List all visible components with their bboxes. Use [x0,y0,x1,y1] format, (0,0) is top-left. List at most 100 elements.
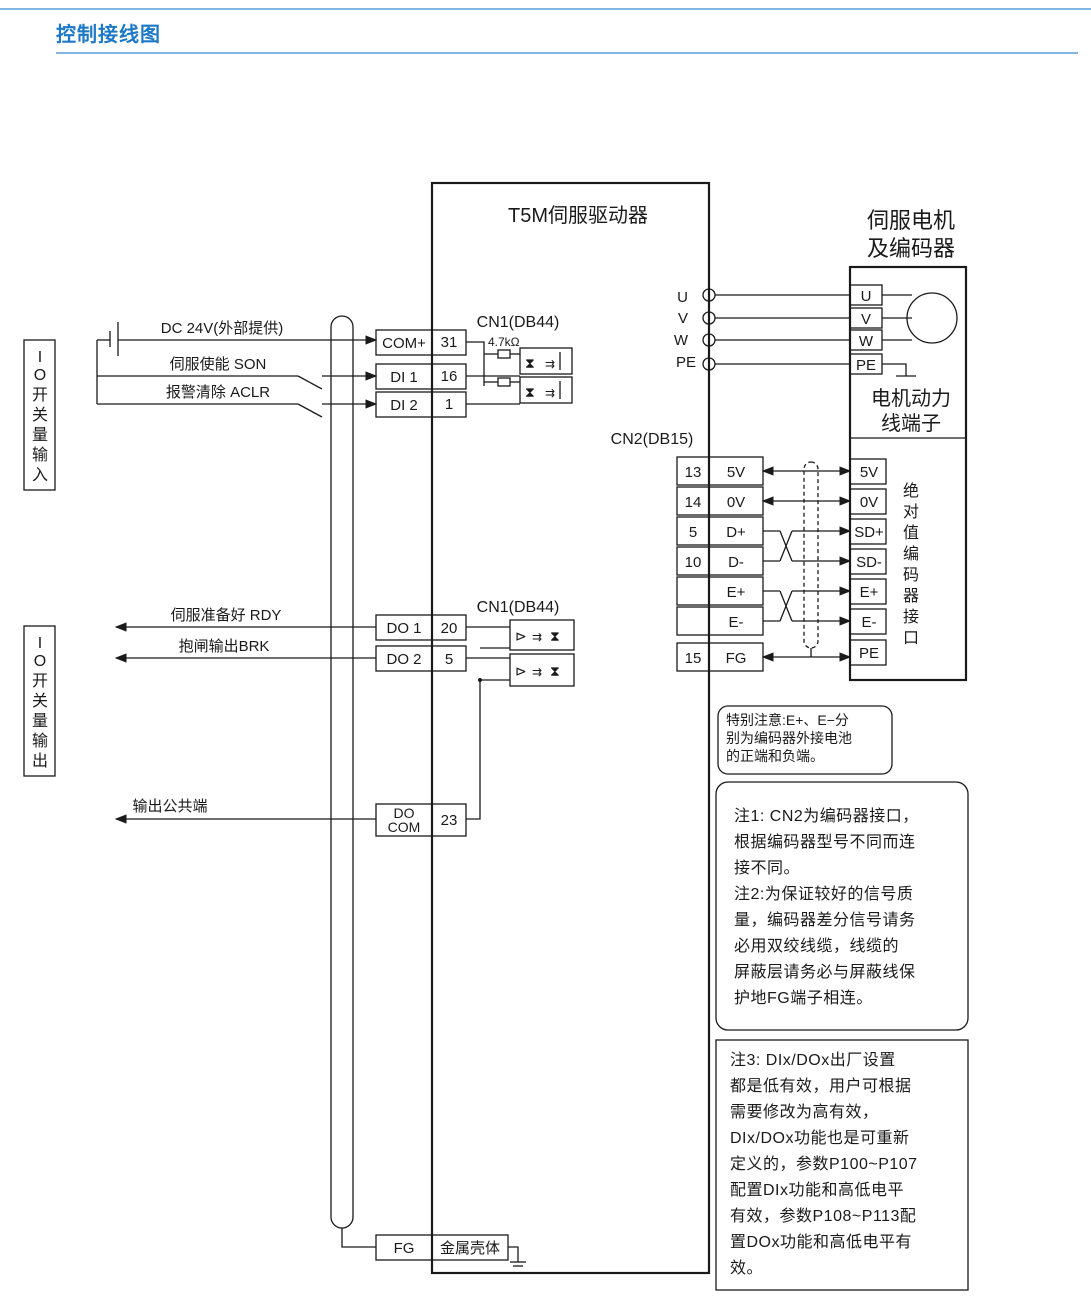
cn1-input-label: CN1(DB44) [477,314,560,331]
svg-text:PE: PE [859,645,879,662]
input-signal-aclr: 报警清除 ACLR [166,384,270,401]
svg-text:14: 14 [685,494,702,511]
svg-text:W: W [859,333,874,350]
svg-text:FG: FG [726,650,747,667]
svg-text:E+: E+ [727,584,746,601]
svg-text:⇉: ⇉ [532,665,542,679]
svg-text:O: O [34,367,46,384]
svg-text:⧗: ⧗ [525,384,535,400]
svg-text:关: 关 [32,692,48,710]
svg-text:I: I [38,635,42,652]
io-input-label: I O 开 关 量 输 入 [32,349,48,484]
io-output-frame [23,625,56,777]
svg-text:5: 5 [445,651,453,668]
svg-text:1: 1 [445,396,453,413]
svg-text:COM+: COM+ [382,335,426,352]
svg-text:E+: E+ [860,584,879,601]
dc24v-line [96,322,378,418]
svg-text:DO 2: DO 2 [386,651,421,668]
svg-text:SD-: SD- [856,554,882,571]
header: 控制接线图 [0,0,1091,60]
svg-text:量: 量 [32,713,48,730]
svg-text:⇉: ⇉ [545,386,555,400]
cn1-output-label: CN1(DB44) [477,599,560,616]
svg-text:16: 16 [441,368,458,385]
svg-text:E-: E- [729,614,744,631]
svg-text:5V: 5V [727,464,745,481]
svg-text:0V: 0V [860,494,878,511]
svg-text:⧗: ⧗ [550,628,560,644]
io-input-frame [23,339,56,491]
svg-text:PE: PE [676,354,696,371]
svg-text:U: U [677,289,688,306]
header-top-rule [0,8,1091,10]
output-optocouplers: ⊳ ⇉ ⧗ ⊳ ⇉ ⧗ [466,619,575,820]
svg-text:开: 开 [32,673,48,690]
svg-text:D+: D+ [726,524,746,541]
driver-title: T5M伺服驱动器 [508,204,648,227]
svg-text:关: 关 [32,406,48,424]
svg-text:FG: FG [394,1240,415,1257]
svg-text:接: 接 [903,608,919,626]
header-bottom-rule [56,52,1078,54]
svg-text:W: W [674,332,689,349]
cn2-pins: 13 5V 14 0V 5 D+ 10 D- E+ E- 15 FG [676,456,764,672]
svg-text:⇉: ⇉ [545,357,555,371]
cn1-output-pins: DO 1 20 DO 2 5 DO COM 23 [375,614,467,837]
svg-text:对: 对 [903,503,919,521]
svg-text:V: V [678,310,688,327]
special-note: 特别注意:E+、E−分 别为编码器外接电池 的正端和负端。 [726,712,852,764]
output-signal-brk: 抱闸输出BRK [179,638,270,655]
svg-text:DI 1: DI 1 [390,369,418,386]
svg-text:U: U [861,288,872,305]
special-note-frame [717,705,893,775]
encoder-interface-label: 绝 对 值 编 码 器 接 口 [903,482,919,647]
input-signal-son: 伺服使能 SON [170,356,267,373]
svg-text:⇉: ⇉ [532,630,542,644]
svg-text:23: 23 [441,812,458,829]
svg-text:输: 输 [32,732,48,750]
svg-text:DO 1: DO 1 [386,620,421,637]
svg-text:绝: 绝 [903,482,919,500]
svg-text:码: 码 [903,566,919,584]
shield-cable [330,315,354,1229]
encoder-cable [761,461,852,662]
svg-text:I: I [38,349,42,366]
svg-text:开: 开 [32,387,48,404]
motor-power-label-2: 线端子 [881,412,941,435]
power-terminals-driver: U V W PE [674,288,850,371]
power-terminals-motor: U V W PE [849,284,958,377]
io-output-label: I O 开 关 量 输 出 [32,635,48,770]
svg-text:13: 13 [685,464,702,481]
resistor-label: 4.7kΩ [488,335,520,349]
svg-text:编: 编 [903,545,919,563]
svg-text:PE: PE [856,357,876,374]
svg-text:5: 5 [689,524,697,541]
svg-text:值: 值 [903,524,919,542]
motor-power-label-1: 电机动力 [871,387,951,410]
svg-text:出: 出 [32,752,48,770]
svg-text:V: V [861,311,871,328]
svg-text:D-: D- [728,554,744,571]
svg-text:量: 量 [32,427,48,444]
encoder-pins: 5V 0V SD+ SD- E+ E- PE [849,458,887,666]
cn2-label: CN2(DB15) [611,431,694,448]
input-signal-com: DC 24V(外部提供) [161,320,284,337]
svg-text:20: 20 [441,620,458,637]
svg-text:15: 15 [685,650,702,667]
svg-text:口: 口 [903,630,919,647]
svg-text:⧗: ⧗ [550,663,560,679]
svg-text:⊳: ⊳ [515,628,527,644]
note-1-2: 注1: CN2为编码器接口， 根据编码器型号不同而连 接不同。 注2:为保证较好… [734,808,919,1007]
svg-text:31: 31 [441,334,458,351]
note12-frame [715,781,969,1031]
output-signal-common: 输出公共端 [132,798,207,815]
output-lines [114,622,376,824]
motor-title-1: 伺服电机 [867,208,955,233]
svg-text:E-: E- [862,614,877,631]
svg-text:10: 10 [685,554,702,571]
svg-text:⧗: ⧗ [525,355,535,371]
page-title: 控制接线图 [56,22,161,46]
motor-title-2: 及编码器 [867,236,955,261]
